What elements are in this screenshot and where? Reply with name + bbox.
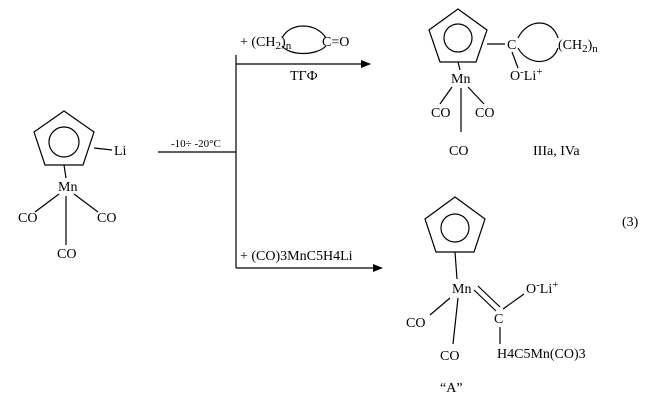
reactant-mn-co-right-bond: [73, 193, 99, 213]
reactant-aromatic-circle: [48, 126, 80, 158]
solvent-label: ТГФ: [290, 69, 318, 84]
reactant-structure: Li Mn CO CO CO: [18, 110, 127, 262]
upper-reagent: + (CH2)n C=O ТГФ: [240, 25, 349, 84]
product-upper-c-o-bond: [511, 51, 519, 69]
reactant-cyclopentadienyl-ring: [33, 110, 95, 166]
ketone-ring-arc-lower: [281, 45, 327, 55]
product-lower-mn: Mn: [452, 282, 471, 297]
product-lower-mn-c-double-1: [473, 289, 497, 312]
product-upper-co-left: CO: [431, 106, 450, 121]
temperature-condition: -10÷ -20°C: [171, 138, 221, 150]
product-upper-mn-co-left-bond: [439, 86, 453, 105]
product-upper-co-right: CO: [475, 106, 494, 121]
product-upper-aromatic-circle: [443, 23, 473, 53]
reactant-ring-li-bond: [93, 147, 113, 151]
equation-number: (3): [622, 215, 639, 230]
upper-product: C (CH2)n O-Li+ Mn CO CO CO IIIa, IVa: [428, 8, 598, 159]
reactant-co-left-label: CO: [18, 211, 37, 226]
lower-reagent: + (CO)3MnC5H4Li: [240, 249, 353, 264]
product-lower-substituent: H4C5Mn(CO)3: [497, 347, 586, 362]
ketone-carbonyl: C=O: [322, 35, 349, 50]
reactant-li-label: Li: [114, 144, 127, 159]
product-upper-co-bottom: CO: [449, 144, 468, 159]
product-lower-mn-c-double-2: [477, 285, 501, 308]
ketone-formula: + (CH2)n: [240, 35, 292, 52]
reactant-mn-co-left-bond: [34, 193, 60, 213]
ketone-ring-arc: [281, 25, 327, 39]
product-upper-ch2n: (CH2)n: [558, 38, 598, 55]
product-lower-aromatic-circle: [440, 213, 470, 243]
product-upper-cycle-arc-top: [517, 22, 559, 39]
reactant-co-bottom-label: CO: [57, 247, 76, 262]
product-lower-co-left: CO: [406, 316, 425, 331]
product-upper-olate: O-Li+: [510, 66, 542, 84]
product-lower-mn-co-left-bond: [429, 297, 451, 316]
reaction-arrows: -10÷ -20°C: [158, 55, 383, 272]
product-upper-ring-mn-bond: [457, 61, 461, 71]
product-upper-carbon: C: [507, 38, 516, 53]
reactant-ring-mn-bond: [63, 164, 67, 179]
product-lower-ring-mn-bond: [454, 251, 458, 280]
product-lower-co-bottom: CO: [440, 349, 459, 364]
product-upper-cycle-arc-bottom: [517, 47, 559, 63]
product-upper-mn-co-right-bond: [467, 86, 485, 105]
product-upper-compound-ids: IIIa, IVa: [533, 144, 580, 159]
reactant-mn-label: Mn: [58, 180, 77, 195]
product-upper-mn: Mn: [451, 72, 470, 87]
product-upper-ring: [428, 8, 488, 63]
product-lower-mn-co-bottom-bond: [452, 297, 459, 345]
product-lower-olate: O-Li+: [526, 279, 558, 297]
reactant-co-right-label: CO: [97, 211, 116, 226]
product-lower-ring: [424, 196, 486, 253]
product-lower-label: “A”: [440, 381, 463, 396]
product-lower-carbon: C: [494, 312, 503, 327]
product-lower-c-o-bond: [502, 293, 525, 310]
lower-product: Mn C O-Li+ H4C5Mn(CO)3 CO CO “A”: [406, 196, 586, 396]
